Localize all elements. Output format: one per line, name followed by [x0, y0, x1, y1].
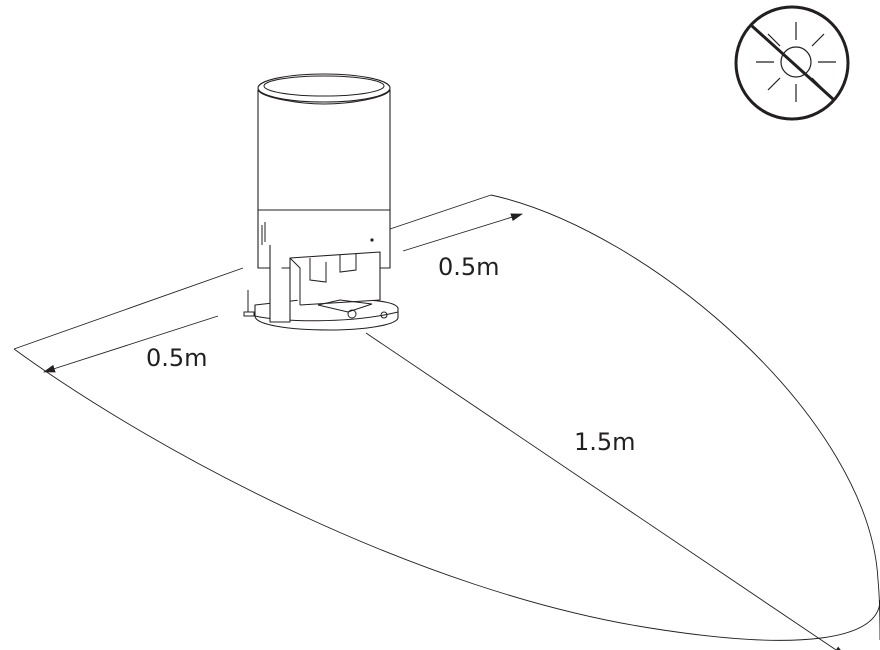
right-boundary-curve [490, 194, 880, 641]
dock-station-icon [243, 73, 399, 331]
left-dimension-arrow [43, 315, 219, 373]
clearance-area-outline [13, 194, 880, 641]
dimension-front: 1.5m [365, 332, 846, 650]
dimension-right: 0.5m [402, 213, 523, 281]
rear-boundary-right [389, 194, 492, 230]
left-clearance-label: 0.5m [146, 344, 208, 372]
dimension-left: 0.5m [43, 315, 219, 373]
rear-boundary-left [13, 267, 244, 350]
front-boundary-curve [13, 348, 880, 641]
right-clearance-label: 0.5m [438, 253, 500, 281]
right-dimension-arrow [402, 213, 523, 252]
front-clearance-label: 1.5m [574, 428, 636, 456]
no-direct-sunlight-icon [734, 5, 850, 121]
front-dimension-arrow [365, 332, 846, 650]
